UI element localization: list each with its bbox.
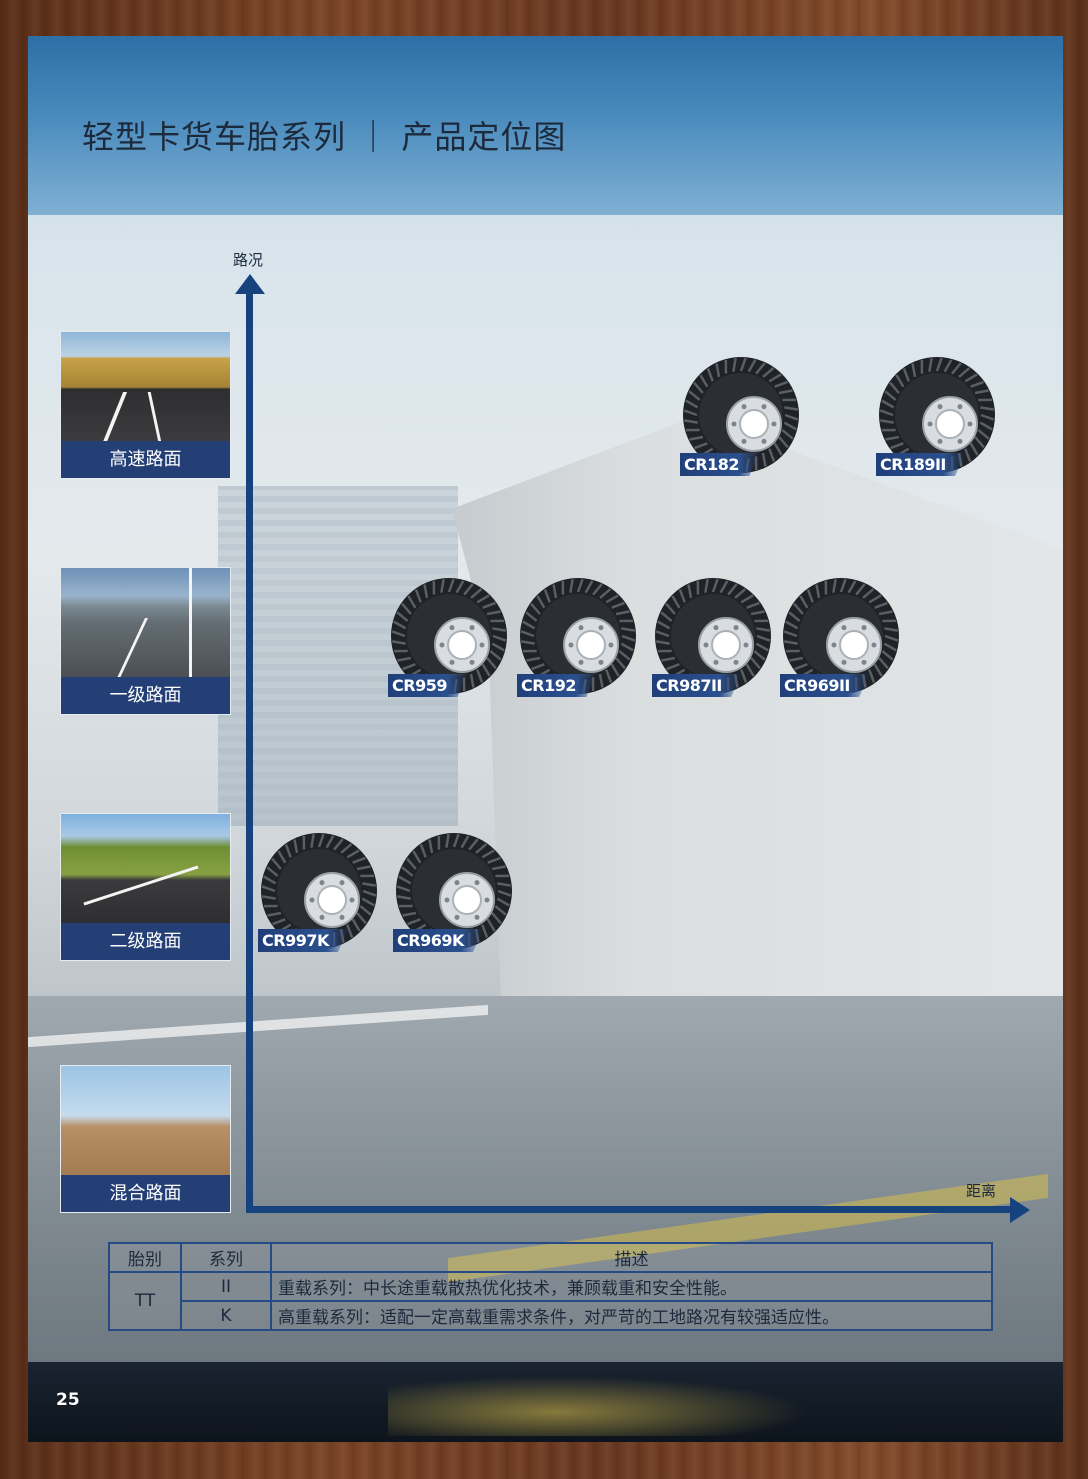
tire-model-label: CR969II [780, 674, 870, 697]
tire-icon [396, 833, 512, 949]
y-axis-label: 路况 [233, 251, 264, 269]
x-axis-label: 距离 [966, 1182, 997, 1200]
page-number: 25 [56, 1390, 80, 1410]
tire-icon [520, 578, 636, 694]
tire-icon [391, 578, 507, 694]
table-header-row: 胎别 系列 描述 [108, 1242, 993, 1273]
truck-cargo-box-background [452, 416, 1063, 996]
tire-icon [261, 833, 377, 949]
series-cell: II [180, 1271, 272, 1302]
description-cell: 重载系列：中长途重载散热优化技术，兼顾载重和安全性能。 [270, 1271, 993, 1302]
road-card-label: 一级路面 [61, 677, 230, 714]
road-card-label: 高速路面 [61, 441, 230, 478]
road-card-mixed: 混合路面 [60, 1065, 231, 1213]
tire-cr959: CR959 [388, 575, 510, 697]
tire-cr969k: CR969K [393, 830, 515, 952]
tire-icon [683, 357, 799, 473]
first-class-road-photo [61, 568, 230, 678]
series-cell: K [180, 1300, 272, 1331]
tire-cr969ii: CR969II [780, 575, 902, 697]
road-card-first-class: 一级路面 [60, 567, 231, 715]
x-axis-arrow-icon [1010, 1197, 1030, 1223]
second-class-road-photo [61, 814, 230, 924]
series-description-table: 胎别 系列 描述 TT II 重载系列：中长途重载散热优化技术，兼顾载重和安全性… [108, 1242, 993, 1331]
road-card-label: 混合路面 [61, 1175, 230, 1212]
tire-cr192: CR192 [517, 575, 639, 697]
tire-icon [783, 578, 899, 694]
header-description: 描述 [270, 1242, 993, 1273]
table-row: TT II 重载系列：中长途重载散热优化技术，兼顾载重和安全性能。 [108, 1271, 993, 1331]
mixed-road-photo [61, 1066, 230, 1176]
tire-model-label: CR969K [393, 929, 484, 952]
highway-road-photo [61, 332, 230, 442]
footer-light-streak [388, 1376, 808, 1436]
tire-icon [655, 578, 771, 694]
tire-model-label: CR182 [680, 453, 759, 476]
tire-model-label: CR189II [876, 453, 966, 476]
tire-model-label: CR192 [517, 674, 596, 697]
tire-type-cell: TT [108, 1271, 182, 1331]
tire-cr182: CR182 [680, 354, 802, 476]
tire-cr189ii: CR189II [876, 354, 998, 476]
road-card-second-class: 二级路面 [60, 813, 231, 961]
header-tire-type: 胎别 [108, 1242, 182, 1273]
tire-model-label: CR959 [388, 674, 467, 697]
catalog-page: 轻型卡货车胎系列 ｜ 产品定位图 高速路面 一级路面 二级路面 混合路面 路况 … [28, 36, 1063, 1442]
table-row: K 高重载系列：适配一定高载重需求条件，对严苛的工地路况有较强适应性。 [109, 1300, 993, 1331]
header-series: 系列 [180, 1242, 272, 1273]
y-axis-arrow-icon [235, 274, 265, 294]
page-title: 轻型卡货车胎系列 ｜ 产品定位图 [82, 118, 567, 156]
road-card-label: 二级路面 [61, 923, 230, 960]
tire-model-label: CR997K [258, 929, 349, 952]
header-banner: 轻型卡货车胎系列 ｜ 产品定位图 [28, 36, 1063, 215]
tire-model-label: CR987II [652, 674, 742, 697]
tire-cr987ii: CR987II [652, 575, 774, 697]
road-card-highway: 高速路面 [60, 331, 231, 479]
x-axis-line [246, 1206, 1014, 1213]
y-axis-line [246, 291, 253, 1213]
tire-cr997k: CR997K [258, 830, 380, 952]
description-cell: 高重载系列：适配一定高载重需求条件，对严苛的工地路况有较强适应性。 [270, 1300, 993, 1331]
